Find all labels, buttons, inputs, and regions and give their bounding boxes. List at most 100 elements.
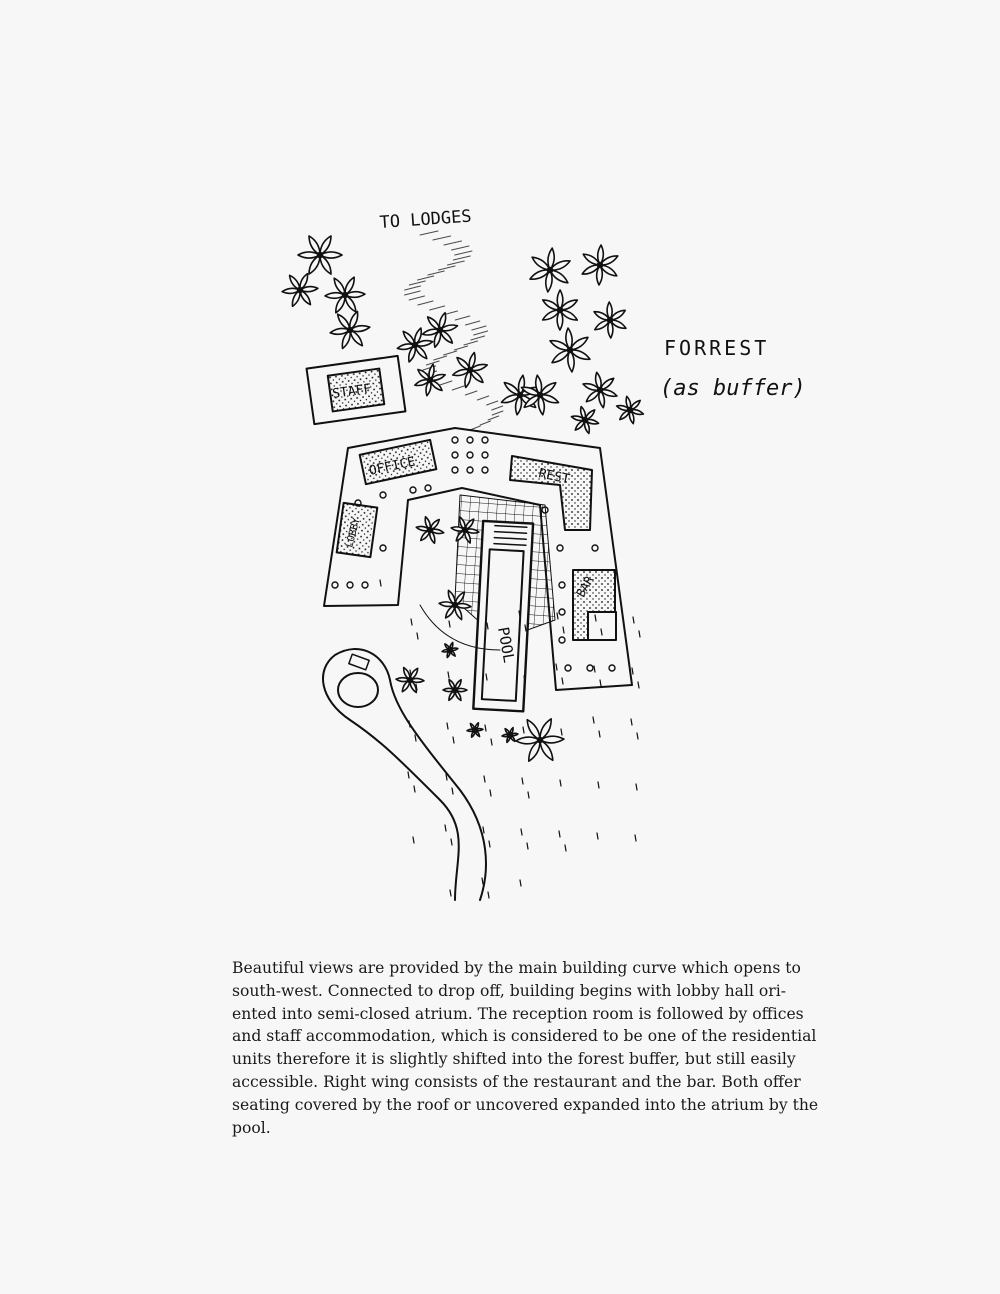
caption-line: and staff accommodation, which is consid… [232,1027,817,1046]
ground-tick [597,781,600,789]
ground-tick [410,618,413,626]
tree-icon [414,363,446,397]
ground-tick [485,673,488,681]
hatch-line [443,350,458,356]
tree-icon [442,678,468,702]
label-pool: POOL [494,626,518,665]
ground-tick [523,675,526,683]
hatch-line [443,240,463,246]
column-dot [481,451,489,459]
ground-tick [520,828,523,836]
ground-tick [599,679,602,687]
ground-tick [524,624,527,632]
tree-icon [541,289,579,331]
ground-tick [632,616,635,624]
label-as-buffer: (as buffer) [660,376,806,401]
hatch-line [464,390,478,396]
ground-tick [558,830,561,838]
tree-icon [520,374,560,416]
ground-tick [598,730,601,738]
tree-icon [515,717,565,763]
hatch-line [408,295,425,301]
site-plan-sketch: TO LODGES FORREST (as buffer) STAFF OFFI… [281,207,806,901]
ground-tick [450,838,453,846]
hatch-line [471,325,487,331]
ground-tick [453,685,456,693]
ground-tick [448,620,451,628]
label-forrest: FORREST [664,336,769,360]
ground-tick [408,720,411,728]
ground-tick [379,579,382,587]
column-dot [379,491,387,499]
tree-icon [451,351,489,389]
label-rest: REST [537,466,571,487]
column-dot [481,466,489,474]
tree-icon [593,301,627,339]
hatch-line [446,260,465,266]
column-dot [451,466,459,474]
tree-icon [450,516,480,544]
car [348,653,370,671]
ground-tick [637,681,640,689]
hatch-line [451,245,470,251]
ground-tick [634,834,637,842]
ground-tick [414,734,417,742]
column-dot [586,664,594,672]
hatch-line [464,320,481,326]
hatch-line [433,355,448,361]
hatch-line [417,300,434,306]
ground-tick [488,840,491,848]
column-dot [558,581,566,589]
hatch-line [486,400,499,406]
column-dot [346,581,354,589]
caption-line: seating covered by the roof or uncovered… [232,1095,819,1114]
tree-icon [281,272,319,308]
caption-line: ented into semi-closed atrium. The recep… [232,1004,804,1023]
hatch-line [432,235,452,241]
ground-tick [561,677,564,685]
hatch-line [491,405,504,411]
tree-icon [549,327,591,373]
column-dot [466,451,474,459]
ground-tick [445,773,448,781]
column-dot [608,664,616,672]
hatch-line [453,345,469,351]
ground-tick [407,771,410,779]
hatch-line [476,395,490,401]
hatch-line [491,410,504,416]
hatch-line [419,230,439,236]
ground-tick [409,669,412,677]
column-dot [379,544,387,552]
path-hatching [404,230,504,431]
column-dot [409,486,417,494]
hatch-line [404,290,421,296]
column-dot [451,436,459,444]
rest-room [509,455,593,531]
staff-building [305,354,407,426]
tree-icon [466,721,484,739]
access-road [322,648,487,901]
tree-icon [324,276,366,314]
ground-tick [600,628,603,636]
ground-tick [490,738,493,746]
column-dot [556,544,564,552]
ground-tick [451,787,454,795]
ground-tick [452,736,455,744]
hatch-line [454,250,473,256]
caption-paragraph: Beautiful views are provided by the main… [232,957,819,1139]
caption-line: Beautiful views are provided by the main… [232,959,801,977]
tree-icon [421,311,459,349]
column-dot [466,466,474,474]
ground-tick [562,626,565,634]
ground-tick [592,716,595,724]
tree-icon [438,589,472,621]
ground-tick [559,779,562,787]
label-staff: STAFF [331,382,372,402]
column-dot [564,664,572,672]
ground-tick [481,877,484,885]
ground-tick [412,836,415,844]
ground-tick [519,879,522,887]
label-to-lodges: TO LODGES [379,207,472,233]
caption-line: units therefore it is slightly shifted i… [232,1050,796,1069]
ground-tick [446,722,449,730]
